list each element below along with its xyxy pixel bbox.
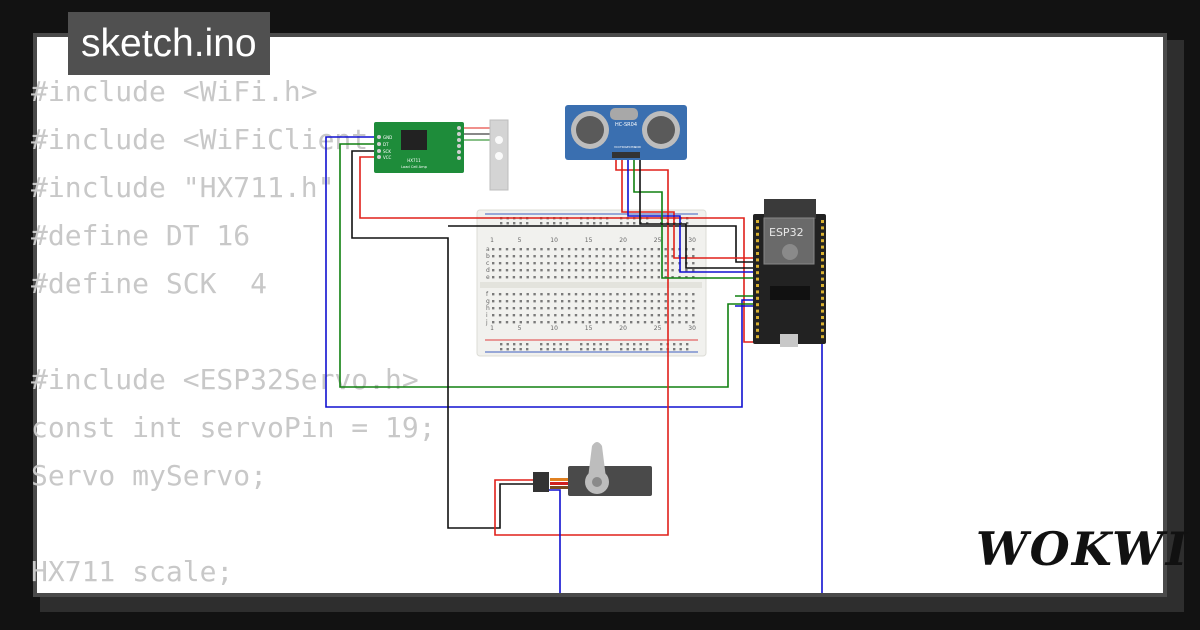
hx711-module[interactable]: GND DT SCK VCC HX711 Load Cell Amp xyxy=(374,122,464,173)
breadboard-column-number: 25 xyxy=(654,237,662,244)
code-line: Servo myServo; xyxy=(31,459,268,492)
breadboard-column-number: 1 xyxy=(490,237,494,244)
breadboard-row-letter: e xyxy=(486,274,490,281)
breadboard-row-letter: d xyxy=(486,267,490,274)
load-cell[interactable] xyxy=(489,119,509,191)
wire-black-breadboard xyxy=(448,225,757,263)
breadboard-column-number: 10 xyxy=(550,325,558,332)
wire-blue-hx711-gnd xyxy=(325,136,757,408)
breadboard-row-letter: h xyxy=(486,305,490,312)
breadboard-row-letter: g xyxy=(486,298,490,305)
wires xyxy=(325,127,823,593)
wire-blue-us-trig xyxy=(627,158,757,273)
hx711-pin-sck: SCK xyxy=(383,149,391,154)
wire-black-us-gnd xyxy=(639,158,757,269)
code-line: #include "HX711.h" xyxy=(31,171,335,204)
breadboard-row-letter: i xyxy=(486,312,488,319)
hx711-pin-dt: DT xyxy=(383,142,389,147)
breadboard-column-number: 15 xyxy=(585,325,593,332)
hc-sr04-pin-gnd: GND xyxy=(634,145,642,149)
wire-green-us-echo xyxy=(633,158,757,279)
hx711-subtitle: Load Cell Amp xyxy=(401,165,428,169)
breadboard-column-number: 20 xyxy=(619,325,627,332)
breadboard-row-letter: j xyxy=(485,319,488,326)
hc-sr04-pin-trig: TRIG xyxy=(619,145,628,149)
code-line: #define SCK 4 xyxy=(31,267,268,300)
wokwi-logo: WOKWI xyxy=(976,522,1190,576)
breadboard-column-number: 20 xyxy=(619,237,627,244)
breadboard-column-number: 25 xyxy=(654,325,662,332)
hc-sr04-pin-echo: ECHO xyxy=(627,145,636,149)
breadboard-row-letter: f xyxy=(486,291,489,298)
hx711-title: HX711 xyxy=(407,158,421,163)
wire-green-hx711-dt xyxy=(339,143,757,388)
hc-sr04-pin-vcc: VCC xyxy=(614,145,620,149)
breadboard-row-letter: c xyxy=(486,260,489,267)
code-line: #include <ESP32Servo.h> xyxy=(31,363,419,396)
wire-red-hx711-vcc xyxy=(359,156,757,343)
code-line: HX711 scale; xyxy=(31,555,234,588)
hx711-pin-vcc: VCC xyxy=(383,155,392,160)
code-preview: #include <WiFi.h>#include <WiFiClient.h>… xyxy=(31,68,436,596)
code-line: const int servoPin = 19; xyxy=(31,411,436,444)
breadboard-column-number: 5 xyxy=(518,325,522,332)
breadboard-column-number: 15 xyxy=(585,237,593,244)
sketch-tab[interactable]: sketch.ino xyxy=(68,12,270,75)
wire-blue-servo-signal xyxy=(545,489,561,593)
esp32-board[interactable]: ESP32 xyxy=(753,199,826,347)
breadboard-row-letter: b xyxy=(486,253,490,260)
breadboard-column-number: 5 xyxy=(518,237,522,244)
breadboard-column-number: 10 xyxy=(550,237,558,244)
wire-red-us-power xyxy=(621,158,757,259)
breadboard-column-number: 1 xyxy=(490,325,494,332)
code-line: #define DT 16 xyxy=(31,219,251,252)
wire-red-us-vcc xyxy=(494,158,669,536)
hc-sr04-sensor[interactable]: HC-SR04 VCC TRIG ECHO GND xyxy=(565,105,687,160)
esp32-label: ESP32 xyxy=(769,226,804,239)
breadboard-column-number: 30 xyxy=(688,325,696,332)
code-line: #include <WiFi.h> xyxy=(31,75,318,108)
wire-black-hx711-sck xyxy=(351,150,535,529)
hx711-pin-gnd: GND xyxy=(383,135,392,140)
servo-motor[interactable] xyxy=(533,442,652,496)
breadboard-row-letter: a xyxy=(486,246,490,253)
breadboard-column-number: 30 xyxy=(688,237,696,244)
hc-sr04-title: HC-SR04 xyxy=(615,122,637,128)
